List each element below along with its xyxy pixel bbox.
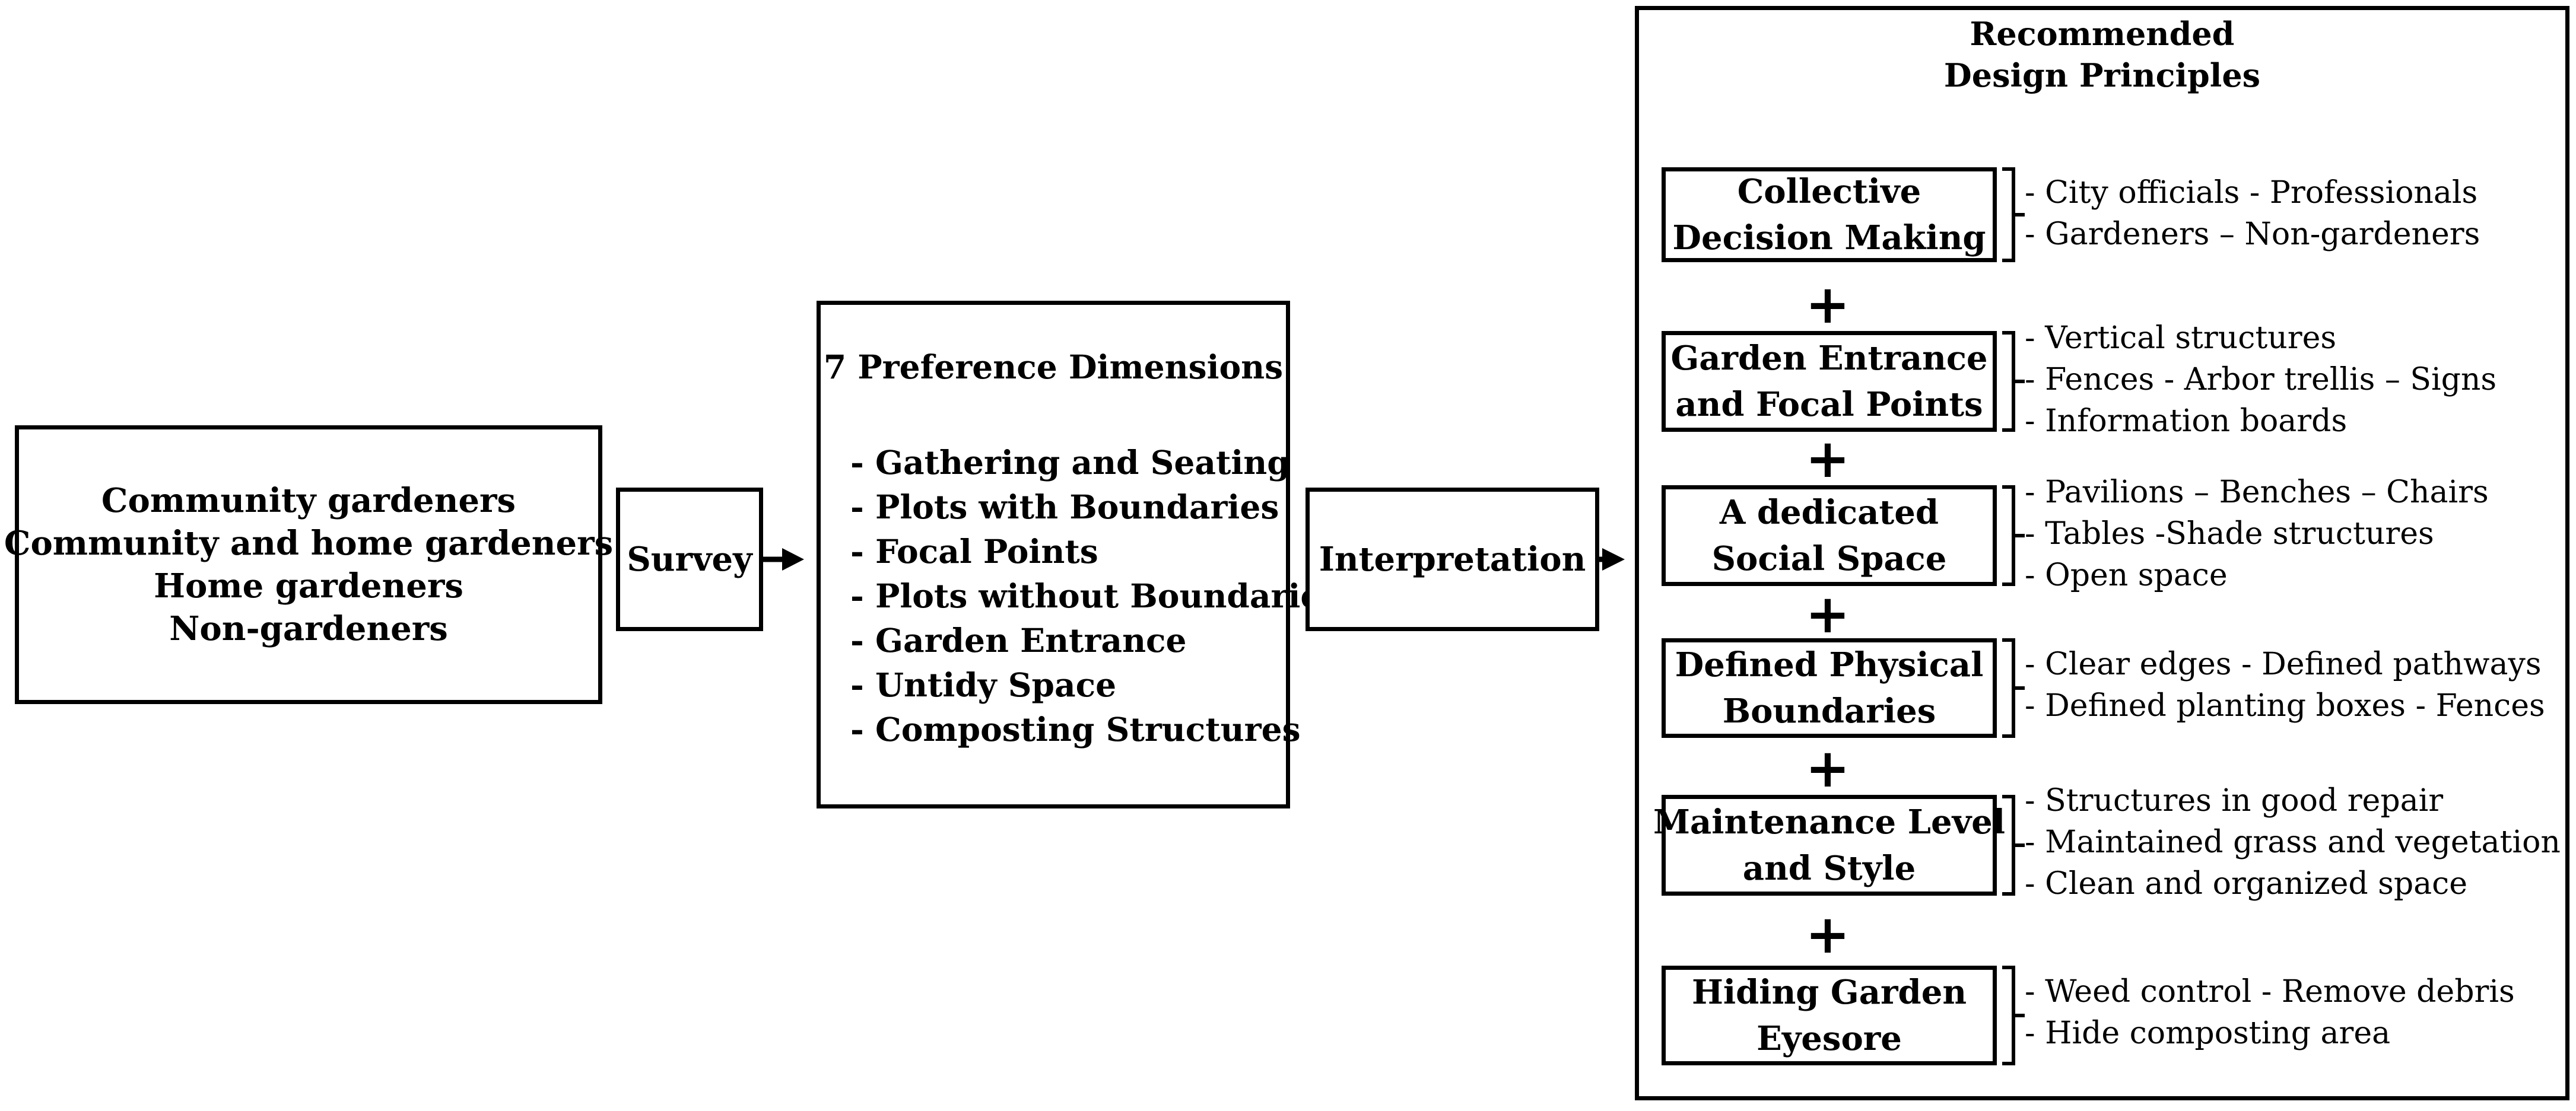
survey-label: Survey xyxy=(627,540,752,579)
plus-icon: + xyxy=(1805,582,1850,645)
principle-line: Eyesore xyxy=(1756,1019,1902,1058)
principle-line: Defined Physical xyxy=(1675,645,1984,685)
principle-detail: - City officials - Professionals xyxy=(2025,175,2478,211)
bracket xyxy=(2002,485,2015,586)
principle-detail: - Weed control - Remove debris xyxy=(2025,974,2515,1010)
principle-detail-list: - Vertical structures - Fences - Arbor t… xyxy=(2025,317,2496,442)
principle-hiding-garden-eyesore: Hiding Garden Eyesore xyxy=(1662,966,1997,1065)
plus-icon: + xyxy=(1805,903,1850,966)
principle-line: Boundaries xyxy=(1722,692,1936,731)
principle-detail-list: - Weed control - Remove debris - Hide co… xyxy=(2025,971,2515,1054)
bracket xyxy=(2002,638,2015,738)
preference-dimensions-box: 7 Preference Dimensions - Gathering and … xyxy=(817,301,1339,808)
bracket-tick xyxy=(2015,843,2025,847)
plus-icon: + xyxy=(1805,427,1850,490)
participant-line: Home gardeners xyxy=(154,566,463,606)
bracket-tick xyxy=(2015,380,2025,383)
bracket xyxy=(2002,795,2015,896)
preference-item: - Plots with Boundaries xyxy=(850,488,1279,526)
principle-line: A dedicated xyxy=(1719,493,1939,532)
bracket-tick xyxy=(2015,1014,2025,1017)
principle-detail: - Clean and organized space xyxy=(2025,866,2468,902)
bracket xyxy=(2002,966,2015,1065)
participant-line: Community gardeners xyxy=(101,481,516,520)
preference-dimensions-list: - Gathering and Seating - Plots with Bou… xyxy=(850,440,1339,752)
principle-maintenance-level-style: Maintenance Level and Style xyxy=(1653,795,2005,896)
bracket xyxy=(2002,331,2015,432)
principle-line: Maintenance Level xyxy=(1653,803,2006,842)
preference-item: - Plots without Boundaries xyxy=(850,577,1340,615)
survey-box: Survey xyxy=(616,488,763,631)
principle-detail-list: - Pavilions – Benches – Chairs - Tables … xyxy=(2025,472,2489,596)
principle-line: Collective xyxy=(1737,172,1921,211)
principle-detail: - Defined planting boxes - Fences xyxy=(2025,688,2545,724)
principle-detail: - Pavilions – Benches – Chairs xyxy=(2025,475,2489,510)
principle-defined-physical-boundaries: Defined Physical Boundaries xyxy=(1662,638,1997,738)
principle-detail: - Hide composting area xyxy=(2025,1016,2391,1051)
preference-item: - Garden Entrance xyxy=(850,621,1187,660)
principle-detail: - Information boards xyxy=(2025,403,2348,439)
principle-line: Hiding Garden xyxy=(1691,973,1967,1012)
preference-item: - Composting Structures xyxy=(850,710,1301,749)
plus-icon: + xyxy=(1805,273,1850,336)
principle-dedicated-social-space: A dedicated Social Space xyxy=(1662,485,1997,586)
principle-detail: - Gardeners – Non-gardeners xyxy=(2025,217,2480,252)
principle-detail-list: - City officials - Professionals - Garde… xyxy=(2025,172,2480,255)
preference-item: - Focal Points xyxy=(850,532,1098,571)
preference-item: - Gathering and Seating xyxy=(850,443,1290,482)
principle-detail: - Open space xyxy=(2025,558,2228,593)
principle-detail: - Vertical structures xyxy=(2025,320,2337,356)
interpretation-box: Interpretation xyxy=(1306,488,1599,631)
principle-detail: - Fences - Arbor trellis – Signs xyxy=(2025,362,2497,397)
recommended-title-line: Recommended xyxy=(1970,15,2235,53)
participant-line: Community and home gardeners xyxy=(4,524,614,563)
bracket-tick xyxy=(2015,534,2025,537)
principle-detail: - Tables -Shade structures xyxy=(2025,516,2434,552)
principle-line: and Style xyxy=(1742,849,1916,888)
principle-line: and Focal Points xyxy=(1675,385,1983,424)
principle-garden-entrance-focal-points: Garden Entrance and Focal Points xyxy=(1662,331,1997,432)
bracket xyxy=(2002,167,2015,262)
participant-line: Non-gardeners xyxy=(169,609,448,648)
arrow-survey-to-preferences xyxy=(763,548,804,571)
principle-detail-list: - Clear edges - Defined pathways - Defin… xyxy=(2025,644,2545,727)
plus-icon: + xyxy=(1805,737,1850,800)
preference-dimensions-title: 7 Preference Dimensions xyxy=(823,348,1284,386)
principle-detail: - Structures in good repair xyxy=(2025,783,2444,819)
interpretation-label: Interpretation xyxy=(1319,540,1586,579)
recommended-title: Recommended Design Principles xyxy=(1635,13,2569,96)
preference-item: - Untidy Space xyxy=(850,666,1117,704)
recommended-title-line: Design Principles xyxy=(1943,56,2261,94)
bracket-tick xyxy=(2015,686,2025,690)
bracket-tick xyxy=(2015,213,2025,217)
principle-line: Social Space xyxy=(1711,539,1947,578)
principle-detail: - Clear edges - Defined pathways xyxy=(2025,647,2542,682)
principle-line: Decision Making xyxy=(1672,218,1986,257)
principle-detail-list: - Structures in good repair - Maintained… xyxy=(2025,780,2561,905)
participants-box: Community gardeners Community and home g… xyxy=(4,425,613,704)
principle-line: Garden Entrance xyxy=(1670,339,1988,378)
principle-collective-decision-making: Collective Decision Making xyxy=(1662,167,1997,262)
principle-detail: - Maintained grass and vegetation xyxy=(2025,825,2561,860)
